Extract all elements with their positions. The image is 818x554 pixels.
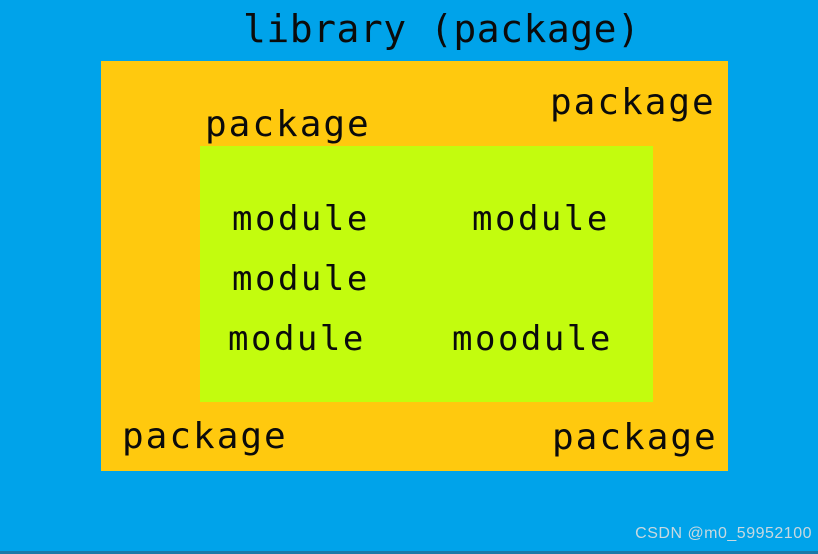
package-label-bottom-right: package [552,417,718,458]
module-label-3: module [232,259,370,299]
diagram-title: library (package) [243,7,641,51]
csdn-watermark: CSDN @m0_59952100 [635,525,812,542]
module-label-1: module [232,199,370,239]
module-label-4: module [228,319,366,359]
package-label-bottom-left: package [122,416,288,457]
package-label-top-right: package [550,82,716,123]
module-container-box: module module module module moodule [200,146,653,402]
module-label-2: module [472,199,610,239]
library-package-box: package package module module module mod… [101,61,728,471]
module-label-5: moodule [452,319,613,359]
package-label-top-left: package [205,104,371,145]
bottom-edge-strip [0,551,818,554]
